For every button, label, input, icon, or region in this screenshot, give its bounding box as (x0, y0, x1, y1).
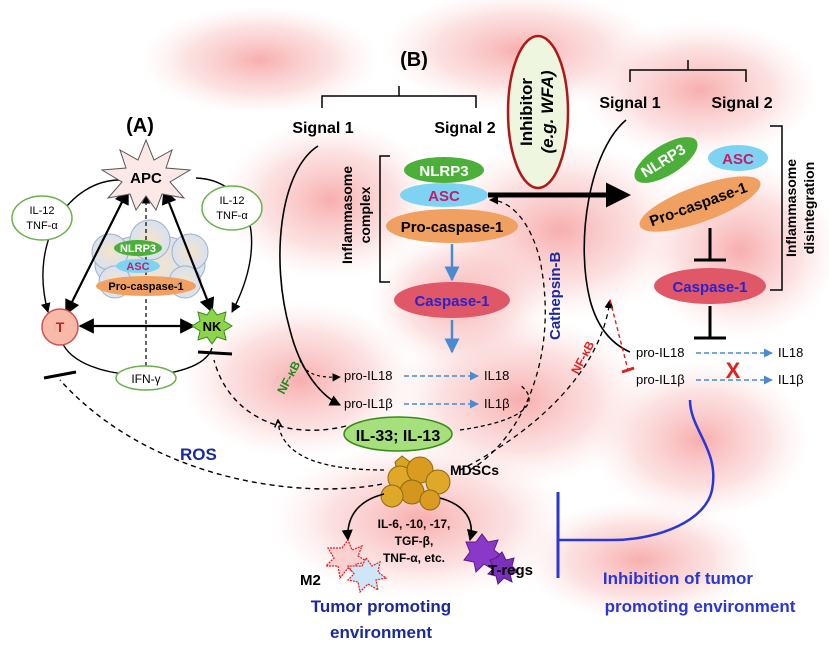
panel-c-asc: ASC (722, 151, 754, 168)
nk-cell (191, 307, 233, 345)
panel-c-nfkb-inhibition (609, 299, 629, 371)
panel-b-signal1: Signal 1 (292, 120, 353, 137)
panel-b-signal2: Signal 2 (434, 120, 495, 137)
panel-b-cathepsin: Cathepsin-B (547, 251, 564, 340)
signal1-dashed-arrow (299, 359, 341, 382)
panel-a-cytokine-right-2: TNF-α (216, 210, 248, 222)
ros-inhibition-to-t (59, 379, 383, 490)
panel-a-asc: ASC (126, 261, 149, 273)
tumor-env-2: environment (330, 623, 432, 642)
disintegration-label-2: disintegration (801, 162, 817, 255)
panel-b-caspase: Caspase-1 (414, 293, 489, 310)
panel-b-pro-il1b: pro-IL1β (344, 396, 393, 411)
complex-bracket (379, 155, 390, 283)
panel-a-cytokine-left-2: TNF-α (26, 220, 58, 232)
tumor-env-1: Tumor promoting (311, 597, 451, 616)
panel-b-signal-bracket (321, 86, 477, 108)
panel-b-il18: IL18 (484, 368, 509, 383)
panel-a-procaspase-shape (96, 276, 196, 296)
disintegration-label-1: Inflammasome (783, 159, 799, 257)
panel-c-procaspase-shape (639, 176, 761, 232)
panel-c-signal2: Signal 2 (711, 95, 772, 112)
arrow-apc-t (65, 188, 129, 316)
complex-label-1: Inflammasome (339, 166, 355, 264)
panel-c-block-x: X (726, 358, 741, 383)
panel-b-procaspase-shape (386, 209, 518, 243)
apc-cell (100, 138, 192, 212)
ifn-gamma-label: IFN-γ (131, 372, 160, 386)
mdsc-to-m2-arrow (341, 493, 385, 542)
panel-a-asc-shape (116, 259, 160, 273)
inhibition-text-1: Inhibition of tumor (603, 569, 754, 588)
inhibition-blue-line (558, 399, 715, 542)
inhibitor-oval (506, 34, 570, 190)
panel-a-procaspase: Pro-caspase-1 (108, 281, 183, 293)
panel-c-asc-shape (708, 145, 768, 171)
mdscs-cluster (380, 455, 451, 511)
ros-label: ROS (180, 445, 217, 464)
panel-a-cytokine-left-1: IL-12 (29, 205, 54, 217)
panel-a-nlrp3-shape (114, 240, 162, 256)
inhibitor-label-1: Inhibitor (517, 78, 536, 146)
il33-inhibition-to-nk (213, 359, 347, 431)
panel-c-nfkb-bar (621, 366, 635, 374)
panel-b-procaspase: Pro-caspase-1 (401, 219, 504, 236)
mdsc-cytokines-2: TGF-β, (395, 534, 434, 548)
mdsc-cytokines-3: TNF-α, etc. (383, 551, 445, 565)
m2-cells (324, 538, 388, 594)
signal1-arrow (279, 145, 342, 406)
m2-label: M2 (300, 572, 321, 589)
nk-cell-label: NK (203, 319, 222, 334)
panel-b-asc: ASC (428, 188, 460, 205)
panel-c-caspase: Caspase-1 (672, 279, 747, 296)
nk-inhibition-bar (197, 350, 233, 356)
disintegration-bracket (770, 125, 783, 291)
panel-b-pro-il18: pro-IL18 (344, 368, 392, 383)
inhibitor-label-2: (e.g. WFA) (538, 70, 557, 153)
mdsc-to-treg-arrow (439, 497, 478, 542)
mdscs-label: MDSCs (450, 462, 499, 478)
cathepsin-arrow (469, 195, 546, 471)
complex-label-2: complex (357, 186, 373, 243)
panel-b-nlrp3: NLRP3 (419, 163, 468, 180)
ifn-gamma-oval (115, 365, 177, 391)
mdsc-to-nfkb-arrow (278, 420, 385, 471)
panel-b-caspase-shape (394, 282, 510, 318)
tregs-label: T-regs (488, 562, 533, 579)
apc-label: APC (130, 170, 162, 187)
panel-c-il1b: IL1β (778, 372, 804, 387)
panel-c-signal1-curve (583, 119, 631, 353)
panel-b-il1b: IL1β (484, 396, 510, 411)
il33-il13-oval (343, 416, 453, 452)
mdsc-cytokines-1: IL-6, -10, -17, (378, 517, 451, 531)
tregs-cells (463, 533, 519, 585)
t-inhibition-bar (43, 370, 77, 380)
t-cell (41, 308, 79, 346)
il33-il13-label: IL-33; IL-13 (356, 428, 441, 445)
panel-c-pro-il18: pro-IL18 (636, 345, 684, 360)
panel-a-nlrp3: NLRP3 (120, 243, 156, 255)
panel-c-signal1: Signal 1 (599, 95, 660, 112)
panel-b-nlrp3-shape (404, 157, 484, 183)
panel-c-pro-il1b: pro-IL1β (636, 372, 685, 387)
panel-c-signal-bracket (629, 60, 747, 82)
panel-c-il18: IL18 (778, 345, 803, 360)
panel-b-asc-shape (400, 183, 488, 207)
panel-a-cytokine-right-1: IL-12 (219, 195, 244, 207)
t-cell-label: T (56, 319, 65, 335)
inhibition-text-2: promoting environment (605, 597, 796, 616)
arrow-apc-nk (161, 188, 215, 314)
panel-a-cytokine-left (11, 195, 73, 241)
panel-a-label: (A) (126, 115, 154, 137)
panel-b-label: (B) (400, 49, 428, 71)
panel-c-nlrp3-shape (634, 137, 698, 183)
panel-a-cytokine-right (201, 185, 263, 231)
panel-c-caspase-shape (654, 268, 766, 304)
